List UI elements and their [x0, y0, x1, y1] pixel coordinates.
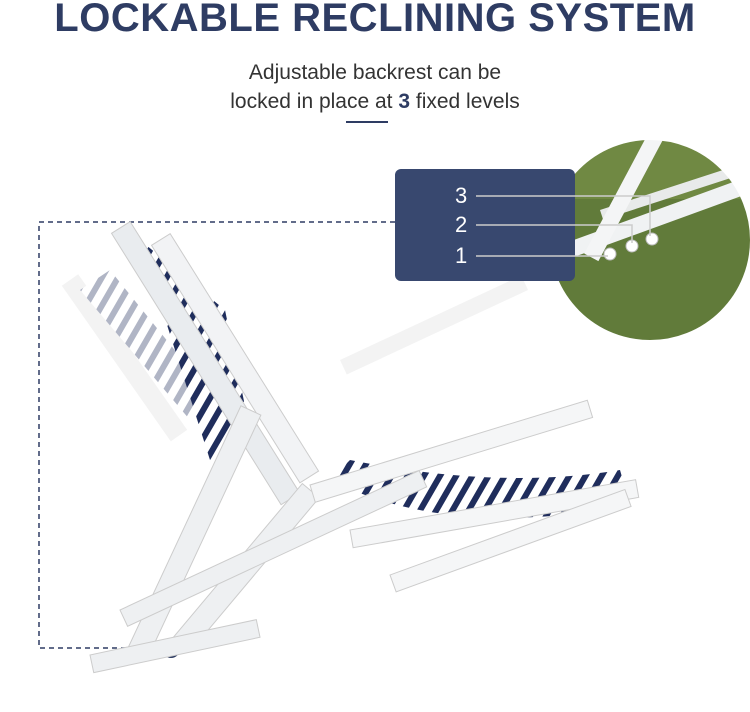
title-divider	[346, 121, 388, 123]
subtitle-suffix: fixed levels	[410, 90, 520, 113]
subtitle: Adjustable backrest can be locked in pla…	[0, 58, 750, 116]
page-title: LOCKABLE RECLINING SYSTEM	[54, 0, 696, 40]
subtitle-line-1: Adjustable backrest can be	[248, 61, 502, 84]
subtitle-prefix: locked in place at	[230, 90, 399, 113]
level-count: 3	[398, 90, 411, 113]
chair	[89, 220, 640, 674]
level-1-label: 1	[455, 243, 468, 268]
level-3-label: 3	[455, 183, 468, 208]
level-2-label: 2	[455, 212, 468, 237]
dashed-connector	[38, 221, 395, 649]
subtitle-line-2: locked in place at 3 fixed levels	[0, 87, 750, 116]
ghost-chair-position	[61, 270, 529, 442]
